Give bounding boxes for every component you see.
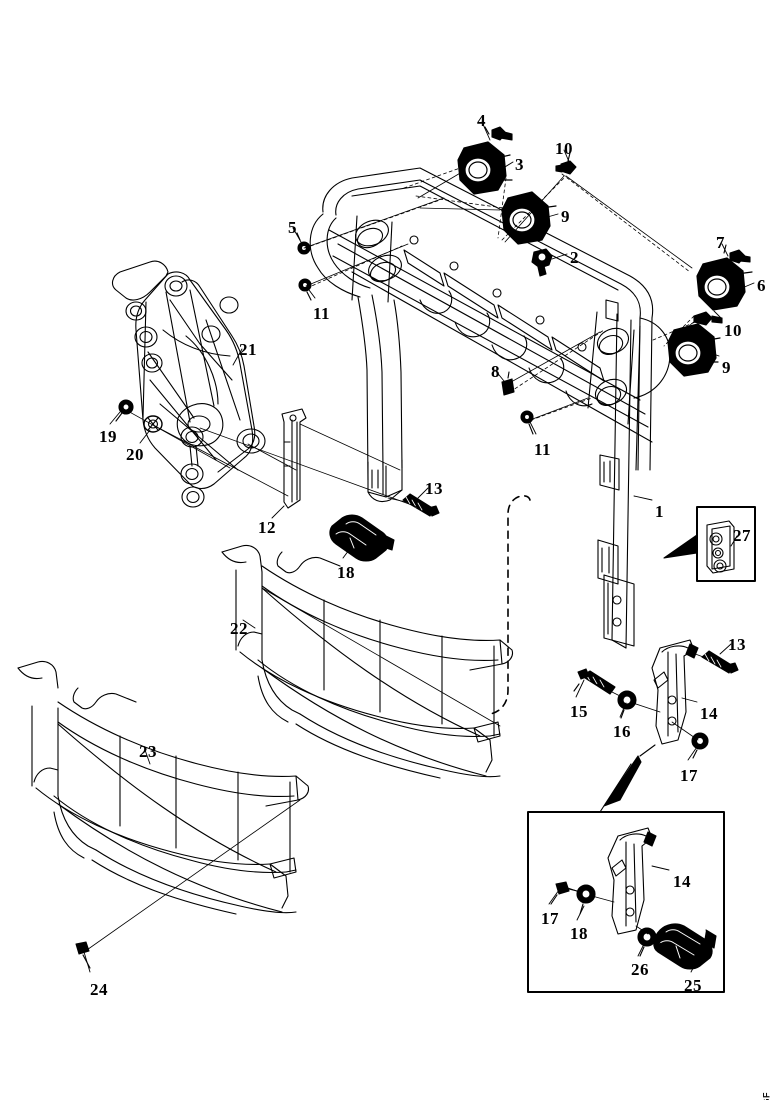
- callout-20: 20: [126, 445, 144, 464]
- bolt-11-left: [298, 278, 312, 301]
- housing-9-lower: [667, 323, 721, 377]
- callout-24: 24: [90, 980, 108, 999]
- fastener-group: [75, 126, 751, 969]
- callout-3: 3: [515, 155, 524, 174]
- bolt-24: [75, 941, 91, 969]
- inset-linkage-25: [653, 923, 717, 970]
- callout-14a: 14: [700, 704, 718, 723]
- detail-arrow: [599, 755, 642, 813]
- callout-26: 26: [631, 960, 649, 979]
- bracket-14-main: [639, 639, 699, 757]
- callout-1: 1: [655, 502, 664, 521]
- latch-18: [329, 514, 395, 562]
- bracket-12: [281, 408, 307, 509]
- callout-22: 22: [230, 619, 248, 638]
- housing-6: [696, 257, 753, 311]
- callout-19: 19: [99, 427, 117, 446]
- callout-10a: 10: [555, 139, 573, 158]
- bolt-5: [296, 232, 311, 255]
- callout-5: 5: [288, 218, 297, 237]
- bolt-11-mid: [520, 410, 534, 435]
- main-frame-assembly: [309, 167, 671, 649]
- callout-27: 27: [733, 526, 751, 545]
- bolt-19: [115, 399, 134, 422]
- inset-nut-18: [568, 884, 596, 915]
- callout-17a: 17: [680, 766, 698, 785]
- bolt-4: [484, 126, 513, 141]
- inset-panel-bracket-detail: [527, 811, 725, 993]
- callout-17b: 17: [541, 909, 559, 928]
- callout-11a: 11: [313, 304, 331, 323]
- housing-3: [457, 141, 513, 195]
- lamp-housing-group: [457, 141, 753, 377]
- callout-25: 25: [684, 976, 702, 995]
- inset-panel-27: [663, 506, 756, 582]
- callout-15: 15: [570, 702, 588, 721]
- callout-18a: 18: [337, 563, 355, 582]
- callout-13a: 13: [425, 479, 443, 498]
- screw-13-lower: [701, 650, 739, 674]
- screw-15: [573, 668, 616, 695]
- cast-bracket-21: [111, 260, 266, 508]
- dashed-tie-line: [489, 495, 531, 715]
- callout-9a: 9: [561, 207, 570, 226]
- nut-16: [617, 690, 637, 719]
- callout-10b: 10: [724, 321, 742, 340]
- callout-8: 8: [491, 362, 500, 381]
- callout-2: 2: [570, 248, 579, 267]
- callout-23: 23: [139, 742, 157, 761]
- callout-18b: 18: [570, 924, 588, 943]
- baffle-23: [17, 660, 310, 915]
- leader-lines: [83, 121, 755, 973]
- callout-13b: 13: [728, 635, 746, 654]
- callout-16: 16: [613, 722, 631, 741]
- nut-20: [143, 415, 163, 433]
- baffle-22: [221, 544, 514, 779]
- callout-21: 21: [239, 340, 257, 359]
- bolt-7: [723, 244, 751, 264]
- callout-9b: 9: [722, 358, 731, 377]
- callout-14b: 14: [673, 872, 691, 891]
- bolt-17: [691, 732, 709, 759]
- screw-13-upper: [402, 493, 440, 517]
- callout-4: 4: [477, 111, 486, 130]
- callout-11b: 11: [534, 440, 552, 459]
- callout-12: 12: [258, 518, 276, 537]
- association-lines-solid: [83, 171, 707, 953]
- drawing-code-watermark: SP01GF: [762, 1092, 772, 1100]
- nut-2: [531, 248, 553, 277]
- callout-6: 6: [757, 276, 766, 295]
- callout-7: 7: [716, 233, 725, 252]
- bolt-10-lower: [693, 311, 723, 326]
